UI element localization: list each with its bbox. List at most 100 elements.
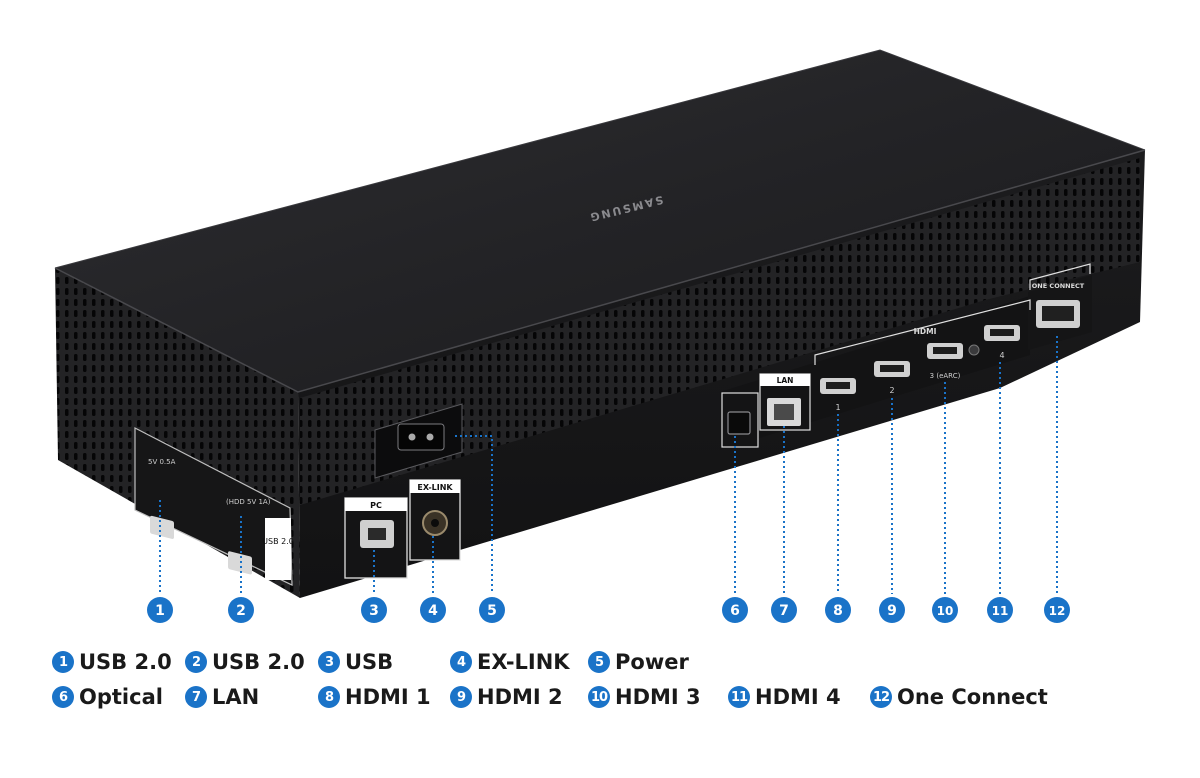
hdmi-port-1-slot: [826, 382, 850, 389]
callout-line-5: [455, 435, 493, 594]
legend-item-2: 2 USB 2.0: [185, 650, 305, 674]
legend-label-2: USB 2.0: [212, 650, 305, 674]
legend-badge-12: 12: [870, 686, 892, 708]
callout-badge-number-7: 7: [779, 603, 789, 619]
legend-label-8: HDMI 1: [345, 685, 431, 709]
callout-badge-number-1: 1: [155, 603, 165, 619]
callout-badge-number-11: 11: [992, 604, 1009, 618]
status-led: [968, 344, 980, 356]
callout-badge-6: 6: [722, 597, 748, 623]
callout-badge-circle-5: [479, 597, 505, 623]
callout-badge-circle-2: [228, 597, 254, 623]
top-back-edge: [54, 49, 1146, 269]
power-pin-right: [426, 433, 434, 441]
legend-label-11: HDMI 4: [755, 685, 841, 709]
hdmi-port-4-slot: [990, 329, 1014, 336]
hdmi-1-label: 1: [835, 403, 840, 412]
callout-badge-number-2: 2: [236, 603, 246, 619]
usb-port-1: [150, 515, 174, 539]
power-pin-left: [408, 433, 416, 441]
optical-port: [727, 411, 751, 435]
legend-badge-3: 3: [318, 651, 340, 673]
legend-label-4: EX-LINK: [477, 650, 570, 674]
callout-badge-number-9: 9: [887, 603, 897, 619]
legend-item-4: 4 EX-LINK: [450, 650, 570, 674]
oneconnect-port-slot: [1042, 306, 1074, 321]
exlink-port-core: [431, 519, 439, 527]
callout-badge-number-8: 8: [833, 603, 843, 619]
callout-badge-circle-3: [361, 597, 387, 623]
callout-badge-number-10: 10: [937, 604, 954, 618]
callout-badge-12: 12: [1044, 597, 1070, 623]
usb-side-panel: [134, 427, 293, 586]
legend-badge-10: 10: [588, 686, 610, 708]
legend-label-1: USB 2.0: [79, 650, 172, 674]
callout-badge-circle-6: [722, 597, 748, 623]
hdmi-group-label: HDMI: [914, 327, 937, 336]
legend-item-6: 6 Optical: [52, 685, 163, 709]
box-top-surface: [55, 50, 1145, 392]
legend-item-3: 3 USB: [318, 650, 393, 674]
hdmi-2-label: 2: [889, 386, 894, 395]
legend-badge-8: 8: [318, 686, 340, 708]
usb-b-label-bar: [345, 498, 407, 511]
usb-port-1-rating: 5V 0.5A: [148, 458, 176, 466]
lan-label-bar: [760, 374, 810, 386]
oneconnect-bracket: [1029, 263, 1091, 290]
callout-badge-3: 3: [361, 597, 387, 623]
callout-badge-number-12: 12: [1049, 604, 1066, 618]
legend-badge-2: 2: [185, 651, 207, 673]
callout-badge-5: 5: [479, 597, 505, 623]
legend-badge-4: 4: [450, 651, 472, 673]
callout-badge-circle-10: [932, 597, 958, 623]
legend-label-6: Optical: [79, 685, 163, 709]
callout-badge-number-5: 5: [487, 603, 497, 619]
legend-label-5: Power: [615, 650, 689, 674]
legend-item-7: 7 LAN: [185, 685, 259, 709]
callout-badge-2: 2: [228, 597, 254, 623]
legend-item-5: 5 Power: [588, 650, 689, 674]
callout-badge-circle-4: [420, 597, 446, 623]
legend-item-12: 12 One Connect: [870, 685, 1048, 709]
legend-item-10: 10 HDMI 3: [588, 685, 701, 709]
lan-label: LAN: [777, 376, 794, 385]
exlink-label: EX-LINK: [417, 483, 453, 492]
legend-label-9: HDMI 2: [477, 685, 563, 709]
callout-badge-circle-8: [825, 597, 851, 623]
top-edge-highlight: [54, 149, 1146, 393]
hdmi-4-label: 4: [999, 351, 1004, 360]
legend-badge-9: 9: [450, 686, 472, 708]
callout-badge-circle-7: [771, 597, 797, 623]
oneconnect-label: ONE CONNECT: [1032, 282, 1085, 290]
callout-badge-circle-9: [879, 597, 905, 623]
callout-badge-8: 8: [825, 597, 851, 623]
legend-item-11: 11 HDMI 4: [728, 685, 841, 709]
callout-badge-9: 9: [879, 597, 905, 623]
legend-label-3: USB: [345, 650, 394, 674]
power-socket: [397, 423, 445, 451]
callout-badge-circle-1: [147, 597, 173, 623]
legend-label-10: HDMI 3: [615, 685, 701, 709]
hdmi-bracket: [814, 299, 1031, 365]
usb-port-2-rating: (HDD 5V 1A): [226, 498, 271, 506]
usb-tag-label: USB 2.0: [262, 537, 294, 546]
legend-item-8: 8 HDMI 1: [318, 685, 431, 709]
callout-badge-number-4: 4: [428, 603, 438, 619]
legend-badge-11: 11: [728, 686, 750, 708]
callout-badge-11: 11: [987, 597, 1013, 623]
callout-badge-10: 10: [932, 597, 958, 623]
hdmi-3-label: 3 (eARC): [930, 372, 961, 380]
exlink-label-bar: [410, 480, 460, 493]
callout-badge-4: 4: [420, 597, 446, 623]
callout-badge-circle-11: [987, 597, 1013, 623]
callout-badge-number-6: 6: [730, 603, 740, 619]
legend-badge-5: 5: [588, 651, 610, 673]
callout-badge-circle-12: [1044, 597, 1070, 623]
lan-port-inner: [774, 404, 794, 420]
legend-label-7: LAN: [212, 685, 260, 709]
callout-lines: [159, 336, 1058, 594]
usb-tag-background: [265, 518, 291, 580]
legend-label-12: One Connect: [897, 685, 1048, 709]
callout-badge-7: 7: [771, 597, 797, 623]
